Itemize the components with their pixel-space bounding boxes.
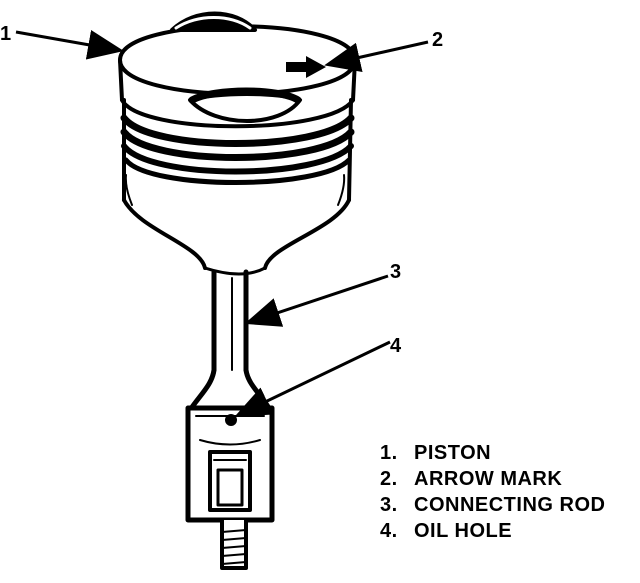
- legend: 1. PISTON 2. ARROW MARK 3. CONNECTING RO…: [380, 440, 636, 544]
- legend-item-oil-hole: 4. OIL HOLE: [380, 518, 636, 544]
- legend-number: 4.: [380, 520, 398, 542]
- legend-item-piston: 1. PISTON: [380, 440, 636, 466]
- legend-item-arrow-mark: 2. ARROW MARK: [380, 466, 636, 492]
- callout-2: 2: [432, 29, 443, 51]
- legend-number: 3.: [380, 494, 398, 516]
- legend-item-connecting-rod: 3. CONNECTING ROD: [380, 492, 636, 518]
- legend-label: PISTON: [414, 442, 492, 464]
- leader-lines: [15, 30, 429, 417]
- leader-1: [15, 30, 124, 60]
- leader-2: [324, 40, 429, 73]
- connecting-rod: [185, 269, 275, 570]
- piston-rings: [120, 114, 355, 185]
- arrow-mark-symbol: [286, 56, 326, 78]
- legend-number: 1.: [380, 442, 398, 464]
- callout-4: 4: [390, 335, 402, 357]
- callout-3: 3: [390, 261, 401, 283]
- oil-hole: [225, 414, 237, 426]
- valve-relief-top: [170, 11, 257, 32]
- leader-4: [234, 340, 391, 417]
- legend-label: OIL HOLE: [414, 520, 513, 542]
- piston-crown: [118, 24, 357, 96]
- legend-number: 2.: [380, 468, 398, 490]
- legend-label: CONNECTING ROD: [414, 494, 606, 516]
- callout-1: 1: [0, 23, 11, 45]
- leader-3: [244, 274, 389, 327]
- legend-label: ARROW MARK: [414, 468, 563, 490]
- piston: [118, 11, 357, 276]
